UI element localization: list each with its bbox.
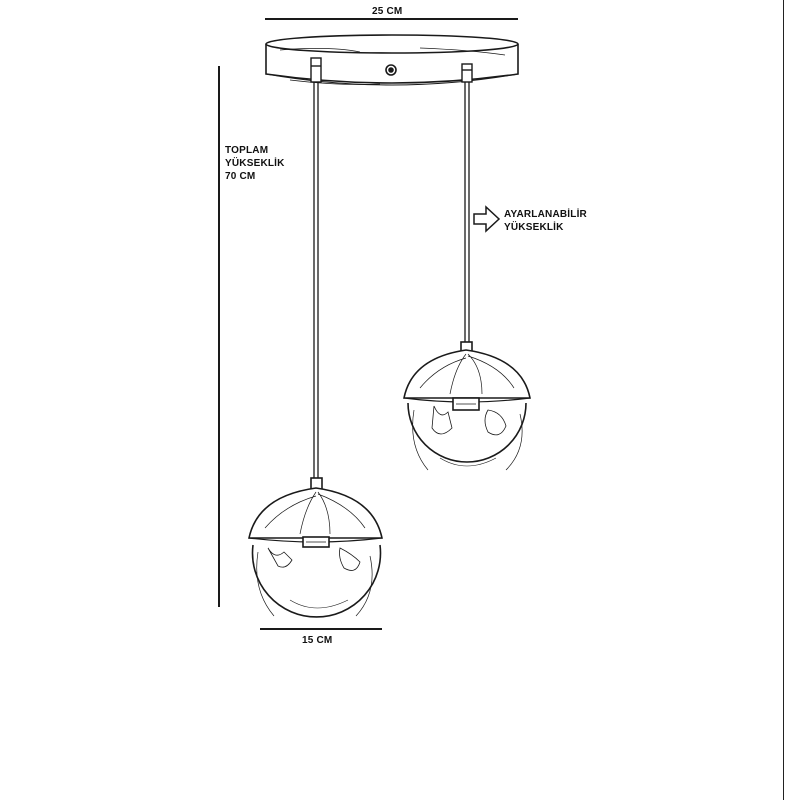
pendant-right	[403, 341, 531, 471]
page-border-line	[783, 0, 784, 800]
adjustable-line-2: YÜKSEKLİK	[504, 222, 564, 233]
width-bottom-label: 15 CM	[302, 635, 333, 646]
cable-right	[464, 82, 470, 342]
total-height-line-2: YÜKSEKLİK	[225, 158, 285, 169]
total-height-line-3: 70 CM	[225, 171, 256, 182]
total-height-label: TOPLAM YÜKSEKLİK 70 CM	[225, 144, 285, 183]
cable-left	[313, 82, 319, 478]
right-arrow-icon	[473, 205, 501, 233]
adjustable-line-1: AYARLANABİLİR	[504, 209, 587, 220]
total-height-line-1: TOPLAM	[225, 145, 269, 156]
adjustable-height-label: AYARLANABİLİR YÜKSEKLİK	[504, 208, 587, 234]
ceiling-canopy	[265, 34, 519, 86]
cable-holder-left	[310, 57, 322, 83]
pendant-left	[248, 477, 383, 618]
canopy-screw	[385, 64, 397, 76]
cable-holder-right	[461, 63, 473, 83]
width-top-label: 25 CM	[372, 6, 403, 17]
